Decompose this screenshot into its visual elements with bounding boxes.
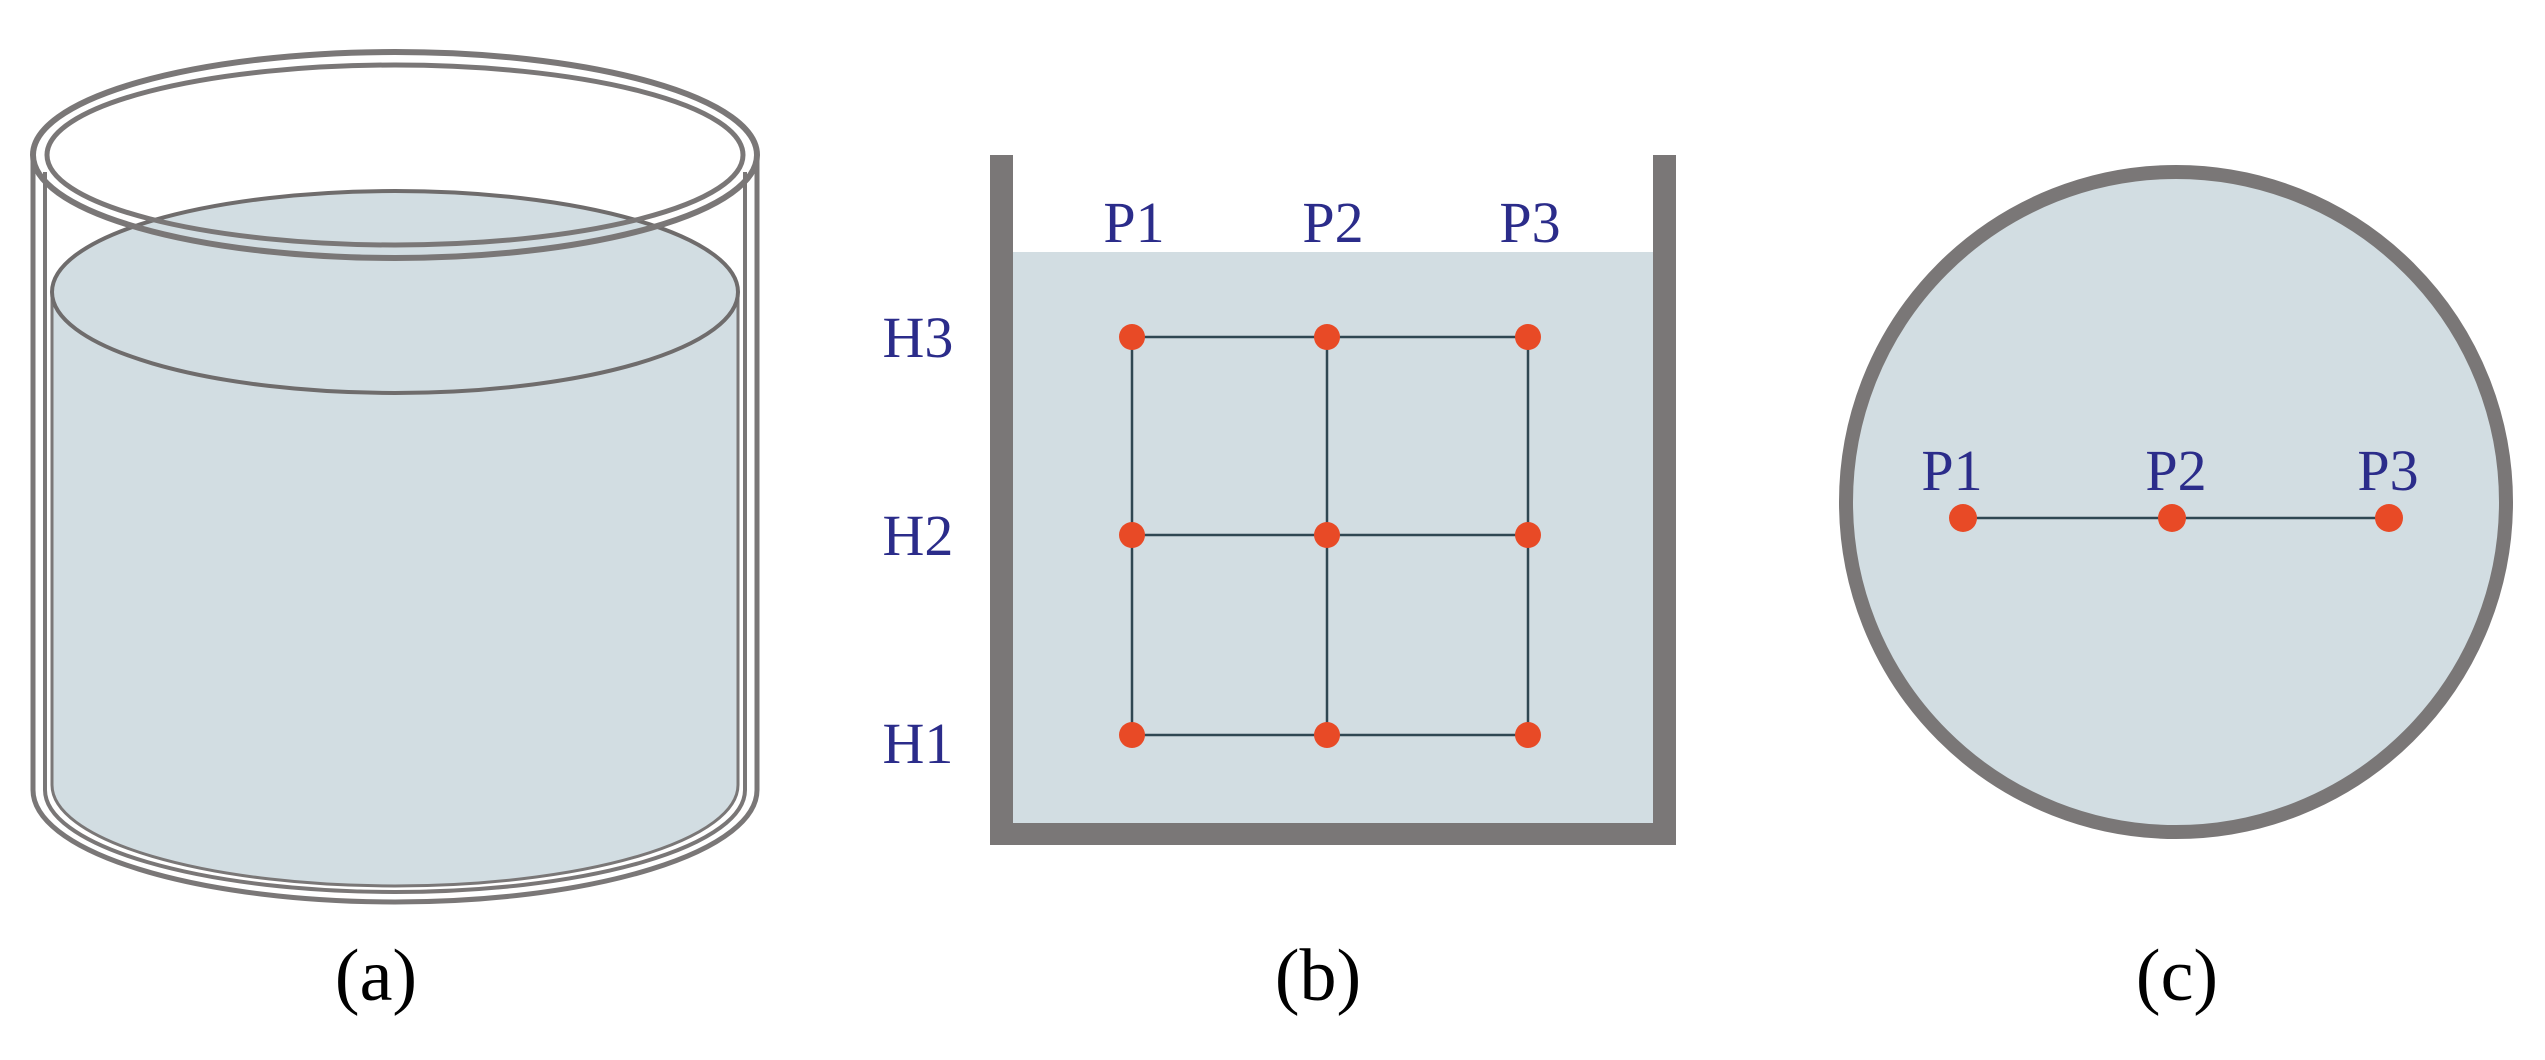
column-label-p1: P1 — [1103, 190, 1164, 255]
tank-wall-right — [1653, 155, 1676, 845]
tank-wall-left — [990, 155, 1013, 845]
panel-b: P1 P2 P3 H3 H2 H1 (b) — [883, 155, 1676, 1017]
beaker-water-surface — [50, 189, 740, 395]
row-label-h1: H1 — [883, 711, 954, 776]
sensor-point-p2-h1 — [1314, 722, 1340, 748]
column-label-p2: P2 — [1302, 190, 1363, 255]
row-label-h3: H3 — [883, 305, 954, 370]
caption-c: (c) — [2136, 935, 2218, 1017]
panel-c: P1 P2 P3 (c) — [1839, 165, 2513, 1017]
caption-a: (a) — [335, 935, 417, 1017]
top-view-label-p1: P1 — [1921, 438, 1982, 503]
sensor-point-p2-h3 — [1314, 324, 1340, 350]
top-view-point-p3 — [2375, 504, 2403, 532]
sensor-point-p3-h1 — [1515, 722, 1541, 748]
top-view-point-p1 — [1949, 504, 1977, 532]
sensor-point-p1-h2 — [1119, 522, 1145, 548]
sensor-point-p2-h2 — [1314, 522, 1340, 548]
panel-a: (a) — [30, 49, 760, 1017]
tank-top-view — [1839, 165, 2513, 839]
top-view-point-p2 — [2158, 504, 2186, 532]
sensor-points — [1119, 324, 1541, 748]
beaker-bottom — [30, 789, 760, 905]
row-label-h2: H2 — [883, 503, 954, 568]
beaker-bottom-inner — [43, 789, 747, 894]
tank-floor — [990, 823, 1676, 845]
top-view-label-p3: P3 — [2357, 438, 2418, 503]
column-label-p3: P3 — [1499, 190, 1560, 255]
beaker-wall-left — [30, 155, 47, 790]
beaker-wall-right — [743, 155, 760, 790]
top-view-label-p2: P2 — [2145, 438, 2206, 503]
beaker-rim-inner — [44, 62, 746, 248]
sensor-point-p3-h2 — [1515, 522, 1541, 548]
caption-b: (b) — [1275, 935, 1361, 1017]
sensor-point-p3-h3 — [1515, 324, 1541, 350]
sensor-point-p1-h1 — [1119, 722, 1145, 748]
beaker-rim-outer — [30, 49, 760, 261]
sensor-point-p1-h3 — [1119, 324, 1145, 350]
